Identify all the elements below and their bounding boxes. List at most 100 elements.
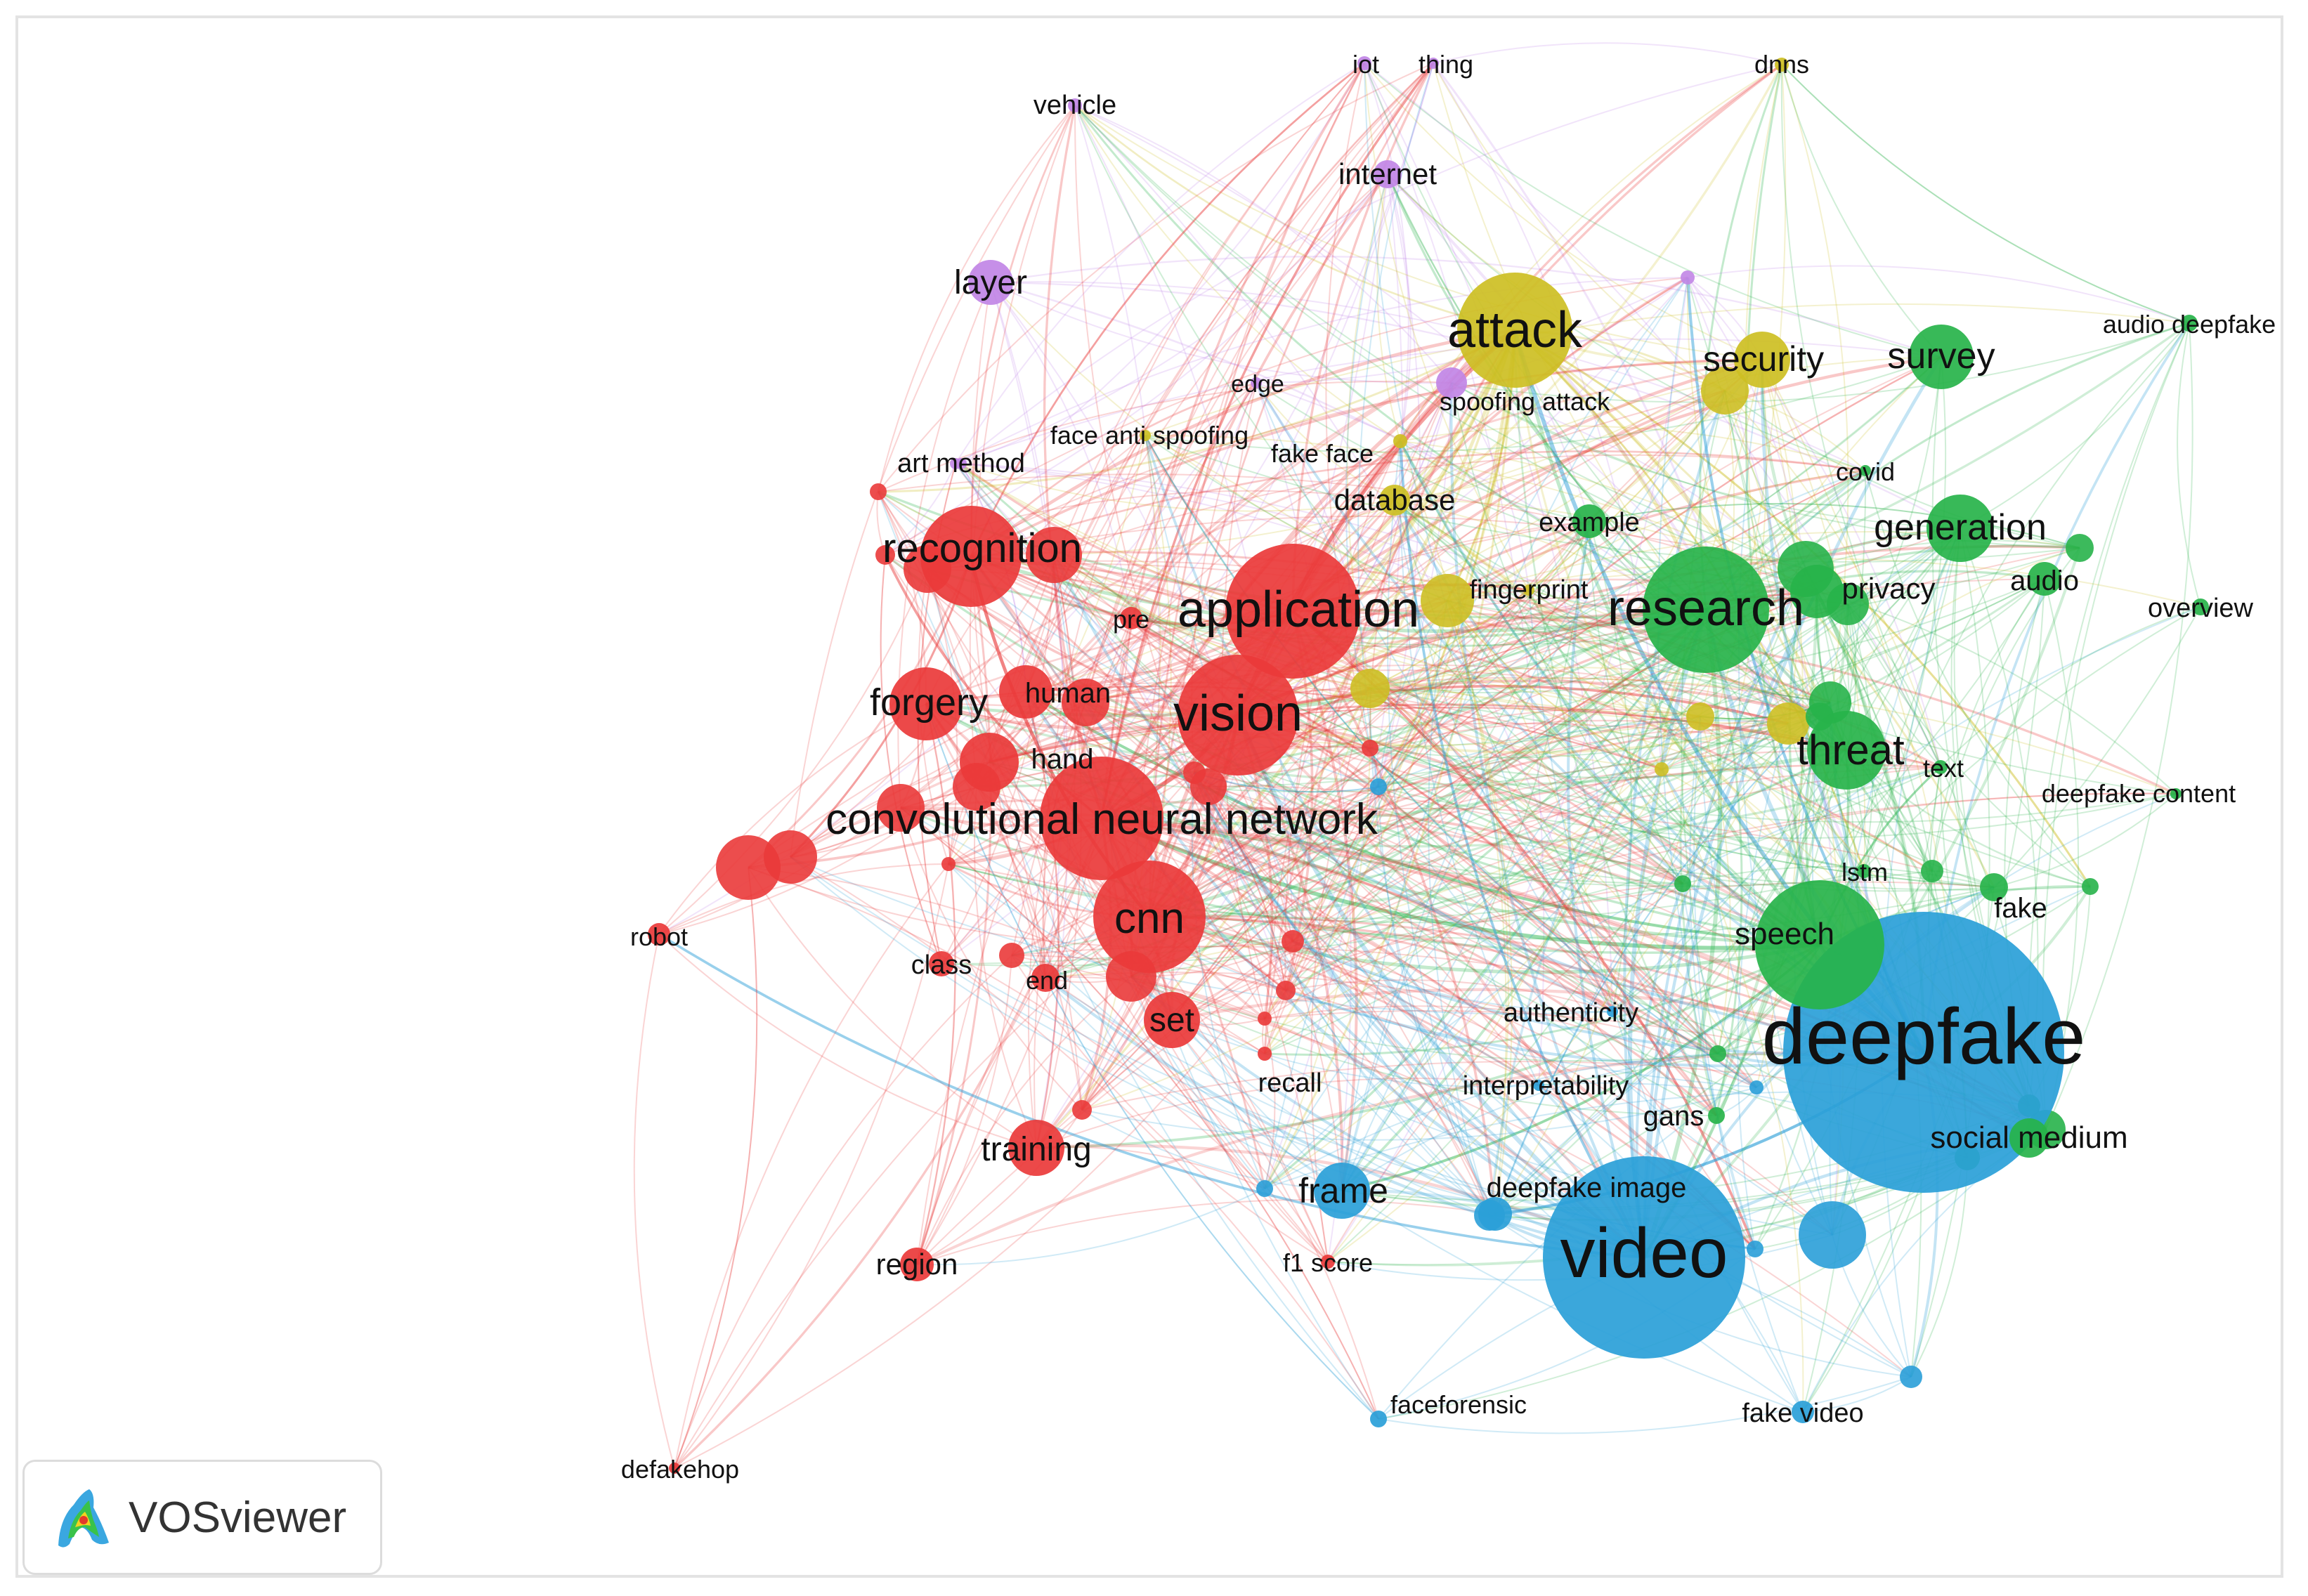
network-node-dnns[interactable] [1775,58,1789,72]
network-link [990,281,1866,471]
network-node-region[interactable] [900,1248,934,1281]
network-node-fake-video[interactable] [1792,1401,1814,1423]
network-node-unlabeled[interactable] [1701,367,1749,414]
network-link [1292,941,1613,1013]
network-node-unlabeled[interactable] [716,835,781,900]
network-node-deepfake-image[interactable] [1478,1197,1512,1231]
network-node-thing[interactable] [1428,58,1439,69]
network-node-unlabeled[interactable] [1258,1012,1272,1026]
network-node-internet[interactable] [1374,160,1402,188]
network-node-generation[interactable] [1926,495,1994,562]
network-node-fake[interactable] [1980,873,2008,901]
network-node-vehicle[interactable] [1068,98,1082,112]
network-node-set[interactable] [1144,992,1200,1048]
network-node-unlabeled[interactable] [1681,270,1695,284]
network-node-edge[interactable] [1251,377,1262,388]
network-node-end[interactable] [1031,964,1060,992]
network-node-authenticity[interactable] [1607,1006,1618,1017]
node-label-text: text [1923,754,1964,783]
network-node-unlabeled[interactable] [1747,1241,1763,1257]
network-node-unlabeled[interactable] [1350,669,1390,708]
network-node-audio[interactable] [2028,562,2061,596]
network-node-gans[interactable] [1708,1107,1725,1124]
network-node-unlabeled[interactable] [1921,860,1943,882]
network-node-database[interactable] [1379,485,1410,516]
network-node-unlabeled[interactable] [1674,875,1691,892]
network-node-attack[interactable] [1457,273,1572,388]
network-node-unlabeled[interactable] [877,784,925,832]
network-link [1394,499,1831,703]
network-node-unlabeled[interactable] [1256,1180,1273,1197]
network-node-unlabeled[interactable] [1686,702,1714,731]
network-node-class[interactable] [929,951,954,976]
network-node-art-method[interactable] [956,458,967,469]
network-node-unlabeled[interactable] [1799,1201,1866,1269]
network-node-deepfake-content[interactable] [2170,788,2182,799]
network-node-unlabeled[interactable] [1190,768,1227,805]
network-node-unlabeled[interactable] [875,545,895,565]
network-node-research[interactable] [1643,547,1769,673]
network-node-application[interactable] [1225,544,1360,679]
network-node-audio-deepfake[interactable] [2181,315,2198,332]
network-node-unlabeled[interactable] [1767,702,1809,745]
network-node-unlabeled[interactable] [1276,981,1296,1000]
network-node-text[interactable] [1934,760,1948,774]
network-node-unlabeled[interactable] [1709,1045,1726,1062]
network-node-pre[interactable] [1120,607,1142,629]
network-node-lstm[interactable] [1857,864,1871,878]
network-node-faceforensic[interactable] [1370,1411,1387,1427]
network-node-unlabeled[interactable] [1370,778,1387,795]
network-node-unlabeled[interactable] [1072,1100,1092,1120]
network-node-fake-face[interactable] [1393,434,1407,448]
network-node-interpretability[interactable] [1533,1080,1544,1091]
network-link [1400,440,1507,1215]
network-node-video[interactable] [1543,1156,1745,1359]
network-node-training[interactable] [1008,1120,1064,1176]
network-node-covid[interactable] [1860,465,1871,476]
network-node-forgery[interactable] [889,667,963,740]
network-node-layer[interactable] [968,260,1013,305]
network-node-security[interactable] [1734,332,1790,388]
network-node-unlabeled[interactable] [1421,574,1474,627]
network-node-unlabeled[interactable] [2066,534,2094,562]
network-node-convolutional-neural-network[interactable] [1040,757,1163,880]
network-node-speech[interactable] [1755,880,1884,1009]
network-node-spoofing-attack[interactable] [1436,367,1467,398]
network-node-f1-score[interactable] [1321,1255,1335,1269]
network-node-unlabeled[interactable] [1900,1366,1922,1388]
network-node-defakehop[interactable] [669,1463,680,1474]
network-node-recall[interactable] [1258,1047,1272,1061]
network-node-unlabeled[interactable] [1749,1080,1763,1094]
network-link [1369,702,1831,759]
network-node-unlabeled[interactable] [1282,930,1304,953]
network-node-frame[interactable] [1314,1163,1370,1219]
network-node-hand[interactable] [960,733,1019,792]
network-node-fingerprint[interactable] [1523,584,1534,596]
network-node-social-medium[interactable] [2009,1118,2049,1158]
network-node-face-anti-spoofing[interactable] [1140,430,1151,441]
network-node-unlabeled[interactable] [1362,740,1378,757]
network-node-unlabeled[interactable] [1062,679,1109,726]
network-node-human[interactable] [999,665,1052,719]
network-node-cnn[interactable] [1093,861,1206,973]
network-node-example[interactable] [1572,504,1606,538]
network-node-overview[interactable] [2192,598,2209,615]
network-node-unlabeled[interactable] [999,943,1024,968]
network-node-unlabeled[interactable] [1026,527,1082,583]
network-node-unlabeled[interactable] [870,483,887,500]
network-link [1394,499,1613,1012]
network-node-unlabeled[interactable] [1655,762,1669,776]
network-node-privacy[interactable] [1790,565,1844,618]
network-node-recognition[interactable] [920,506,1022,607]
network-node-unlabeled[interactable] [2082,878,2099,895]
network-node-robot[interactable] [648,923,670,946]
vosviewer-logo[interactable]: VOSviewer [22,1460,382,1575]
network-node-threat[interactable] [1807,711,1886,790]
network-node-unlabeled[interactable] [941,857,956,871]
network-link [1081,1109,1343,1191]
network-node-survey[interactable] [1909,325,1974,389]
network-link [1291,610,1614,1012]
network-node-vision[interactable] [1178,655,1298,776]
network-node-iot[interactable] [1357,56,1371,70]
